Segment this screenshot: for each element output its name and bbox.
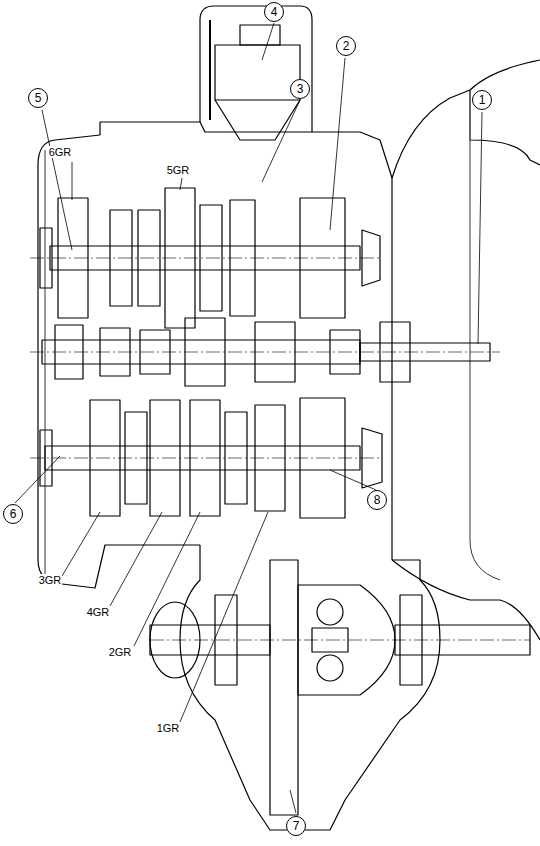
callout-text: 6 xyxy=(10,508,17,520)
gear-label: 6GR xyxy=(48,146,73,158)
callout-text: 8 xyxy=(374,494,381,506)
gear-label: 3GR xyxy=(38,574,63,586)
callout-text: 3 xyxy=(297,83,304,95)
gear-label: 5GR xyxy=(166,164,191,176)
gear-label: 2GR xyxy=(108,646,133,658)
callout-number: 1 xyxy=(472,90,492,110)
callout-number: 2 xyxy=(336,36,356,56)
callout-number: 7 xyxy=(286,816,306,836)
gear-label: 1GR xyxy=(156,722,181,734)
callout-text: 2 xyxy=(343,40,350,52)
gear-label: 4GR xyxy=(86,606,111,618)
callout-number: 8 xyxy=(367,490,387,510)
callout-number: 4 xyxy=(264,2,284,22)
callout-number: 3 xyxy=(290,79,310,99)
callout-number: 5 xyxy=(28,88,48,108)
callout-number: 6 xyxy=(3,504,23,524)
callout-text: 4 xyxy=(271,6,278,18)
callout-text: 1 xyxy=(479,94,486,106)
callout-text: 7 xyxy=(293,820,300,832)
callout-text: 5 xyxy=(35,92,42,104)
